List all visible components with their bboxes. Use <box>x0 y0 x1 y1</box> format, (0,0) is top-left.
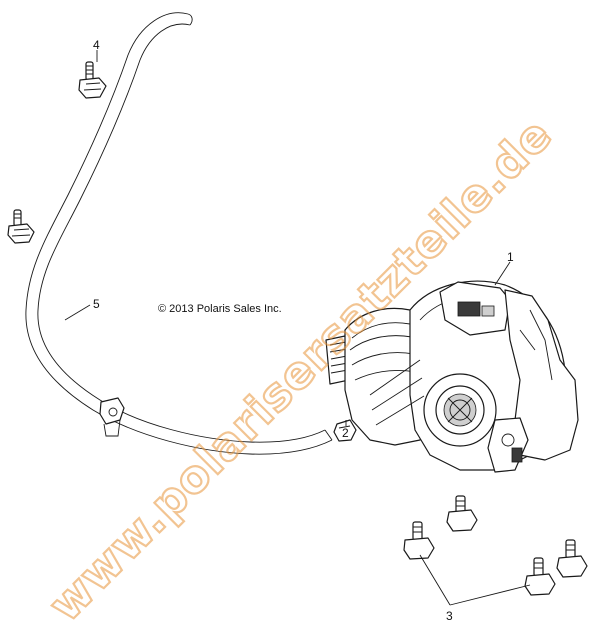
callout-1: 1 <box>507 250 514 264</box>
bolt-top <box>78 61 107 99</box>
callout-2: 2 <box>342 426 349 440</box>
leader-lines <box>64 50 531 606</box>
fitting <box>333 419 357 442</box>
copyright-text: © 2013 Polaris Sales Inc. <box>158 303 282 315</box>
bolt-group <box>403 495 588 596</box>
vent-hose <box>25 12 333 455</box>
callout-5: 5 <box>93 297 100 311</box>
callout-3: 3 <box>446 609 453 623</box>
bolt-d <box>556 539 588 578</box>
bolt-b <box>446 495 478 532</box>
bolt-a <box>403 521 435 560</box>
hose-clip <box>99 397 125 437</box>
gearcase <box>325 280 579 473</box>
bolt-c <box>524 557 556 596</box>
callout-4: 4 <box>93 38 100 52</box>
bolt-left <box>7 209 35 244</box>
